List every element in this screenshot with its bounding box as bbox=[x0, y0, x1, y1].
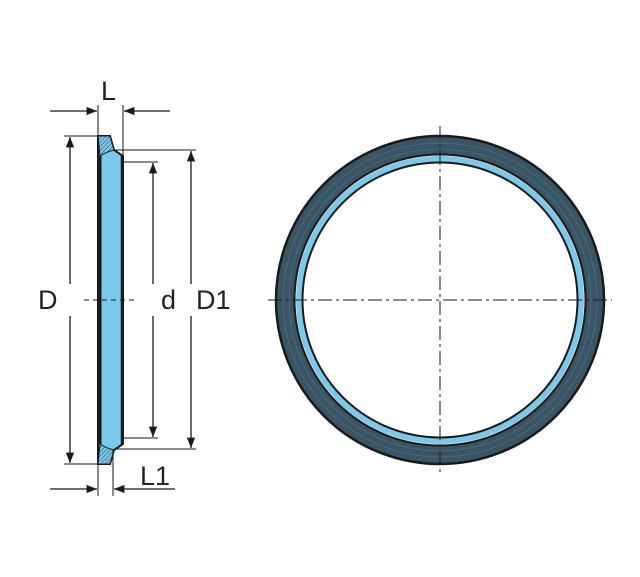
label-d: d bbox=[161, 285, 177, 315]
center-lines bbox=[268, 126, 612, 474]
label-D1: D1 bbox=[196, 285, 231, 315]
label-L: L bbox=[101, 76, 117, 106]
extension-lines bbox=[64, 105, 196, 496]
label-L1: L1 bbox=[140, 461, 171, 491]
seal-cross-section bbox=[84, 135, 136, 465]
label-D: D bbox=[38, 285, 58, 315]
